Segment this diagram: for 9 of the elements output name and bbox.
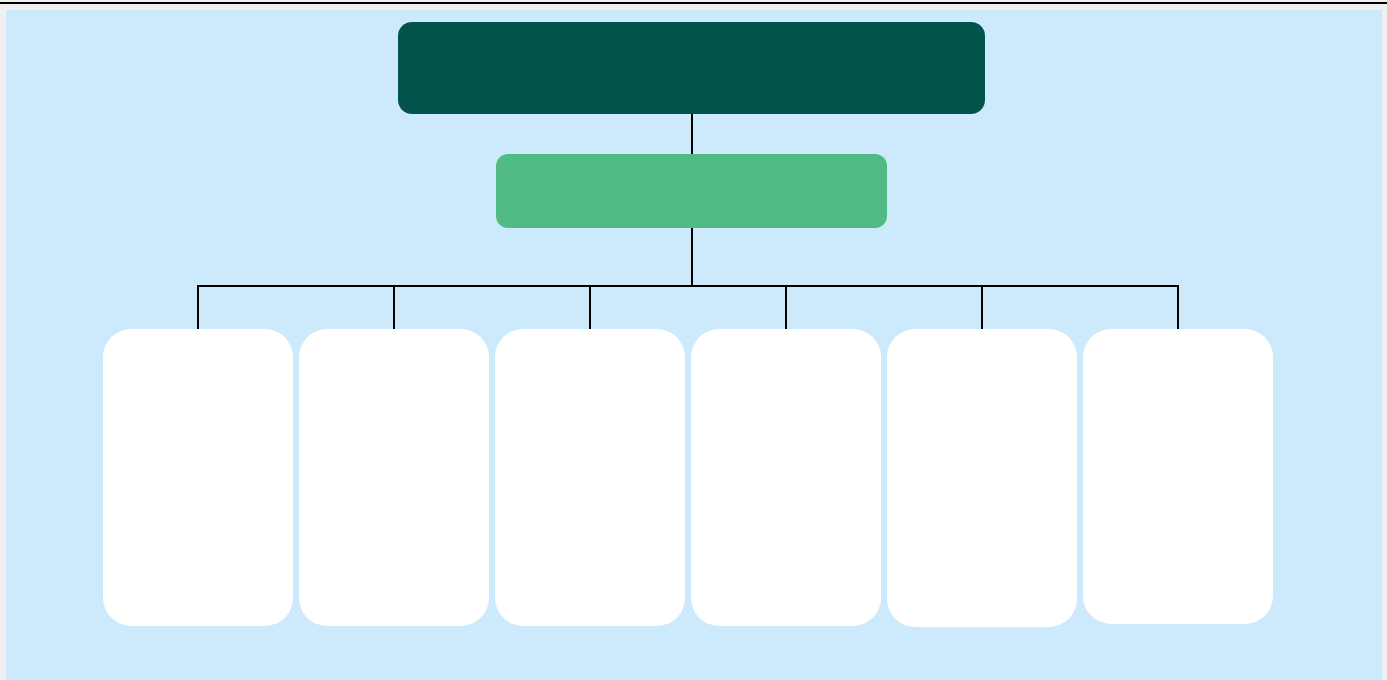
rounded-box — [103, 329, 293, 626]
rounded-box — [1083, 329, 1273, 624]
rounded-box — [398, 22, 985, 114]
rounded-box — [496, 154, 887, 228]
rounded-box — [691, 329, 881, 626]
rounded-box — [887, 329, 1077, 627]
rounded-box — [495, 329, 685, 626]
rounded-box — [299, 329, 489, 626]
connector-line — [691, 113, 693, 155]
